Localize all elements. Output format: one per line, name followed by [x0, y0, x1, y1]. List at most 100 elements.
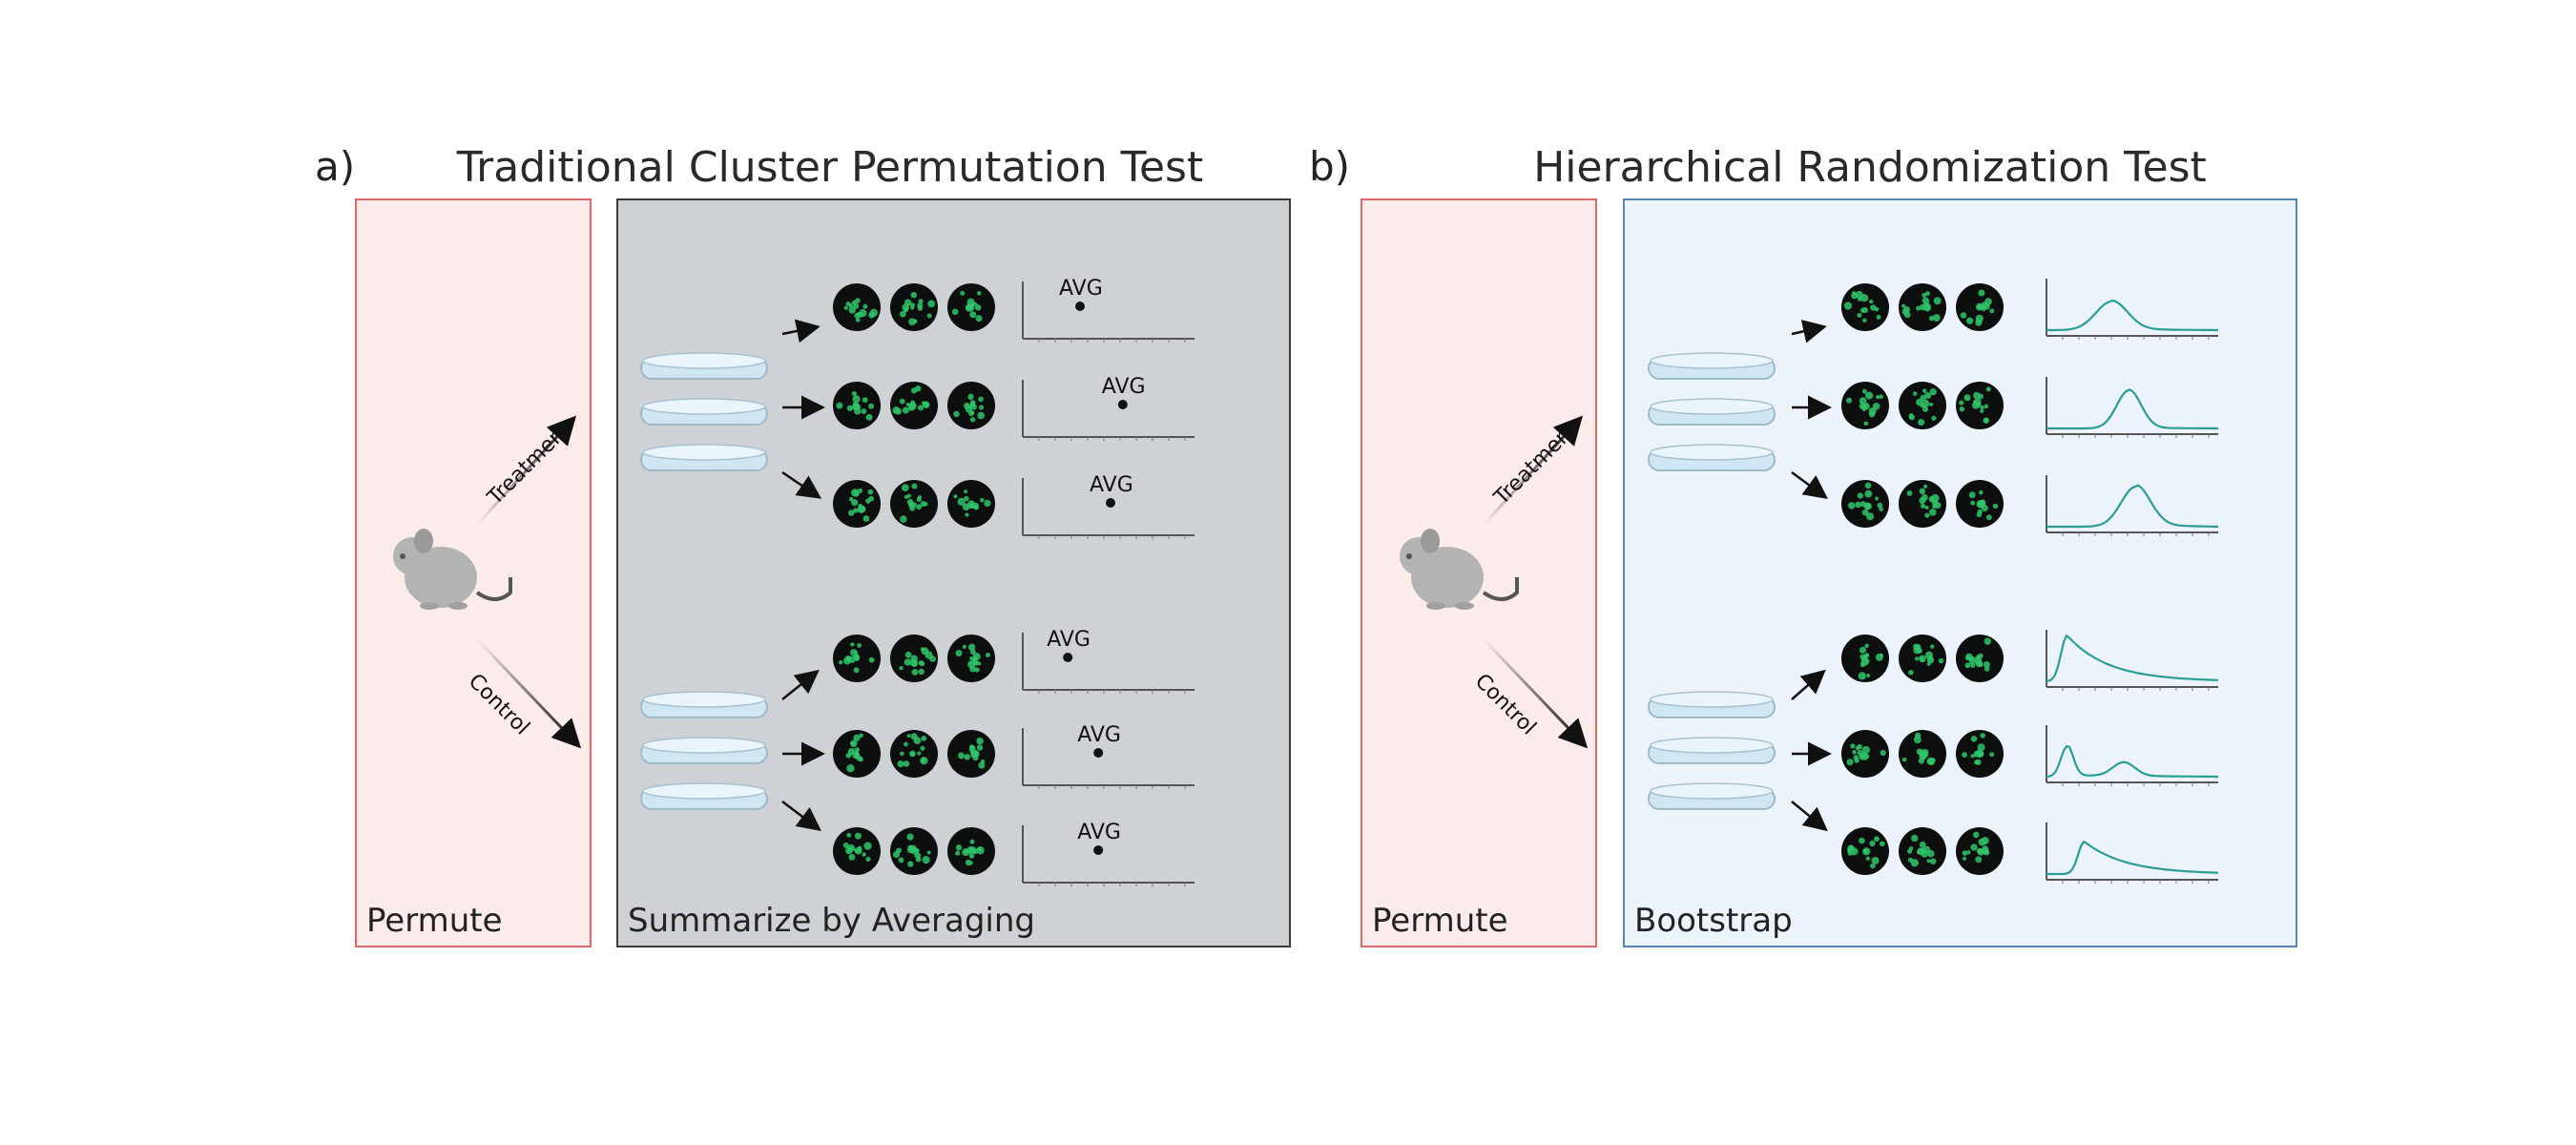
- distribution-curve: [2046, 299, 2218, 332]
- axis-plot-icon: [2046, 377, 2218, 438]
- petri-dish-stack: [640, 352, 768, 471]
- cell-image-icon: [1956, 382, 2004, 429]
- cell-image-icon: [1956, 480, 2004, 528]
- cell-image-icon: [833, 730, 881, 778]
- avg-label: AVG: [1059, 277, 1103, 301]
- cell-image-icon: [1841, 382, 1889, 429]
- cell-image-icon: [890, 827, 938, 875]
- petri-dish-stack: [1648, 691, 1776, 810]
- cell-image-icon: [947, 827, 995, 875]
- cell-image-icon: [890, 283, 938, 331]
- axis-plot-icon: AVG: [1022, 628, 1195, 694]
- panel-a-mouse-group: [393, 529, 512, 610]
- arrow-icon: [781, 319, 821, 344]
- cell-image-icon: [1841, 635, 1889, 682]
- panel-b-permute-label: Permute: [1372, 902, 1508, 940]
- arrow-icon: [781, 669, 820, 700]
- petri-dish-icon: [640, 691, 768, 718]
- petri-dish-icon: [640, 444, 768, 471]
- cell-image-icon: [1899, 635, 1946, 682]
- panel-a-summary-label: Summarize by Averaging: [628, 902, 1035, 940]
- cell-image-icon: [1841, 827, 1889, 875]
- cell-image-icon: [947, 480, 995, 528]
- petri-dish-stack: [1648, 352, 1776, 471]
- cell-image-icon: [1899, 283, 1946, 331]
- petri-dish-icon: [640, 352, 768, 380]
- panel-b-letter: b): [1309, 143, 1351, 190]
- petri-dish-icon: [1648, 782, 1776, 810]
- arrow-icon: [781, 801, 821, 832]
- avg-label: AVG: [1077, 821, 1121, 844]
- avg-label: AVG: [1102, 375, 1146, 399]
- cell-image-icon: [1899, 827, 1946, 875]
- petri-dish-icon: [640, 782, 768, 810]
- avg-label: AVG: [1090, 473, 1133, 497]
- axis-plot-icon: AVG: [1022, 821, 1195, 886]
- avg-label: AVG: [1047, 628, 1091, 652]
- axis-plot-icon: AVG: [1022, 723, 1195, 789]
- petri-dish-icon: [1648, 444, 1776, 471]
- cell-image-icon: [890, 382, 938, 429]
- cell-image-icon: [1899, 480, 1946, 528]
- cell-image-icon: [1956, 827, 2004, 875]
- cell-image-icon: [890, 635, 938, 682]
- avg-point: [1093, 748, 1104, 758]
- axis-plot-icon: [2046, 475, 2219, 536]
- axis-plot-icon: [2046, 725, 2218, 786]
- panel-b-title: Hierarchical Randomization Test: [1533, 143, 2207, 192]
- avg-point: [1117, 400, 1128, 409]
- cell-image-icon: [890, 730, 938, 778]
- cell-image-icon: [1899, 730, 1946, 778]
- cell-image-icon: [947, 635, 995, 682]
- axis-plot-icon: AVG: [1022, 375, 1195, 441]
- axis-plot-icon: [2046, 822, 2219, 884]
- axis-plot-icon: [2046, 279, 2218, 340]
- panel-a-summary-box: Summarize by Averaging: [616, 198, 1291, 947]
- cell-image-icon: [833, 283, 881, 331]
- petri-dish-icon: [640, 737, 768, 764]
- cell-image-icon: [1841, 480, 1889, 528]
- control-label: Control: [464, 670, 534, 740]
- distribution-curve: [2046, 388, 2218, 430]
- distribution-curve: [2046, 484, 2219, 529]
- petri-dish-icon: [1648, 691, 1776, 718]
- treatment-label: Treatment: [483, 417, 576, 510]
- arrow-icon: [1791, 801, 1828, 832]
- panel-a-permute-label: Permute: [366, 902, 503, 940]
- petri-dish-icon: [1648, 398, 1776, 426]
- cell-image-icon: [947, 382, 995, 429]
- petri-dish-stack: [640, 691, 768, 810]
- distribution-curve: [2046, 840, 2219, 876]
- cell-image-icon: [833, 635, 881, 682]
- petri-dish-icon: [1648, 352, 1776, 380]
- panel-a-letter: a): [315, 143, 356, 190]
- mouse-icon: [1400, 529, 1519, 610]
- treatment-arrow: [475, 415, 577, 527]
- panel-b-bootstrap-box: Bootstrap: [1623, 198, 2297, 947]
- cell-image-icon: [833, 382, 881, 429]
- generated-graphics: AVG AVG AVG AVG AVG AVG: [640, 277, 2219, 886]
- avg-point: [1075, 302, 1085, 311]
- cell-image-icon: [1841, 730, 1889, 778]
- axis-plot-icon: [2046, 630, 2219, 691]
- cell-image-icon: [947, 730, 995, 778]
- panel-b-mouse-group: [1400, 529, 1519, 610]
- axis-plot-icon: AVG: [1022, 473, 1195, 539]
- avg-point: [1093, 845, 1104, 855]
- treatment-arrow: [1482, 415, 1584, 527]
- cell-image-icon: [1956, 635, 2004, 682]
- cell-image-icon: [1841, 283, 1889, 331]
- avg-point: [1063, 653, 1073, 662]
- avg-label: AVG: [1077, 723, 1121, 747]
- control-label: Control: [1470, 670, 1541, 740]
- cell-image-icon: [1956, 283, 2004, 331]
- cell-image-icon: [947, 283, 995, 331]
- axis-plot-icon: AVG: [1022, 277, 1195, 343]
- cell-image-icon: [1899, 382, 1946, 429]
- arrow-icon: [1791, 320, 1827, 344]
- panel-a-title: Traditional Cluster Permutation Test: [456, 143, 1204, 192]
- arrow-icon: [781, 470, 822, 499]
- cell-image-icon: [890, 480, 938, 528]
- cell-image-icon: [833, 827, 881, 875]
